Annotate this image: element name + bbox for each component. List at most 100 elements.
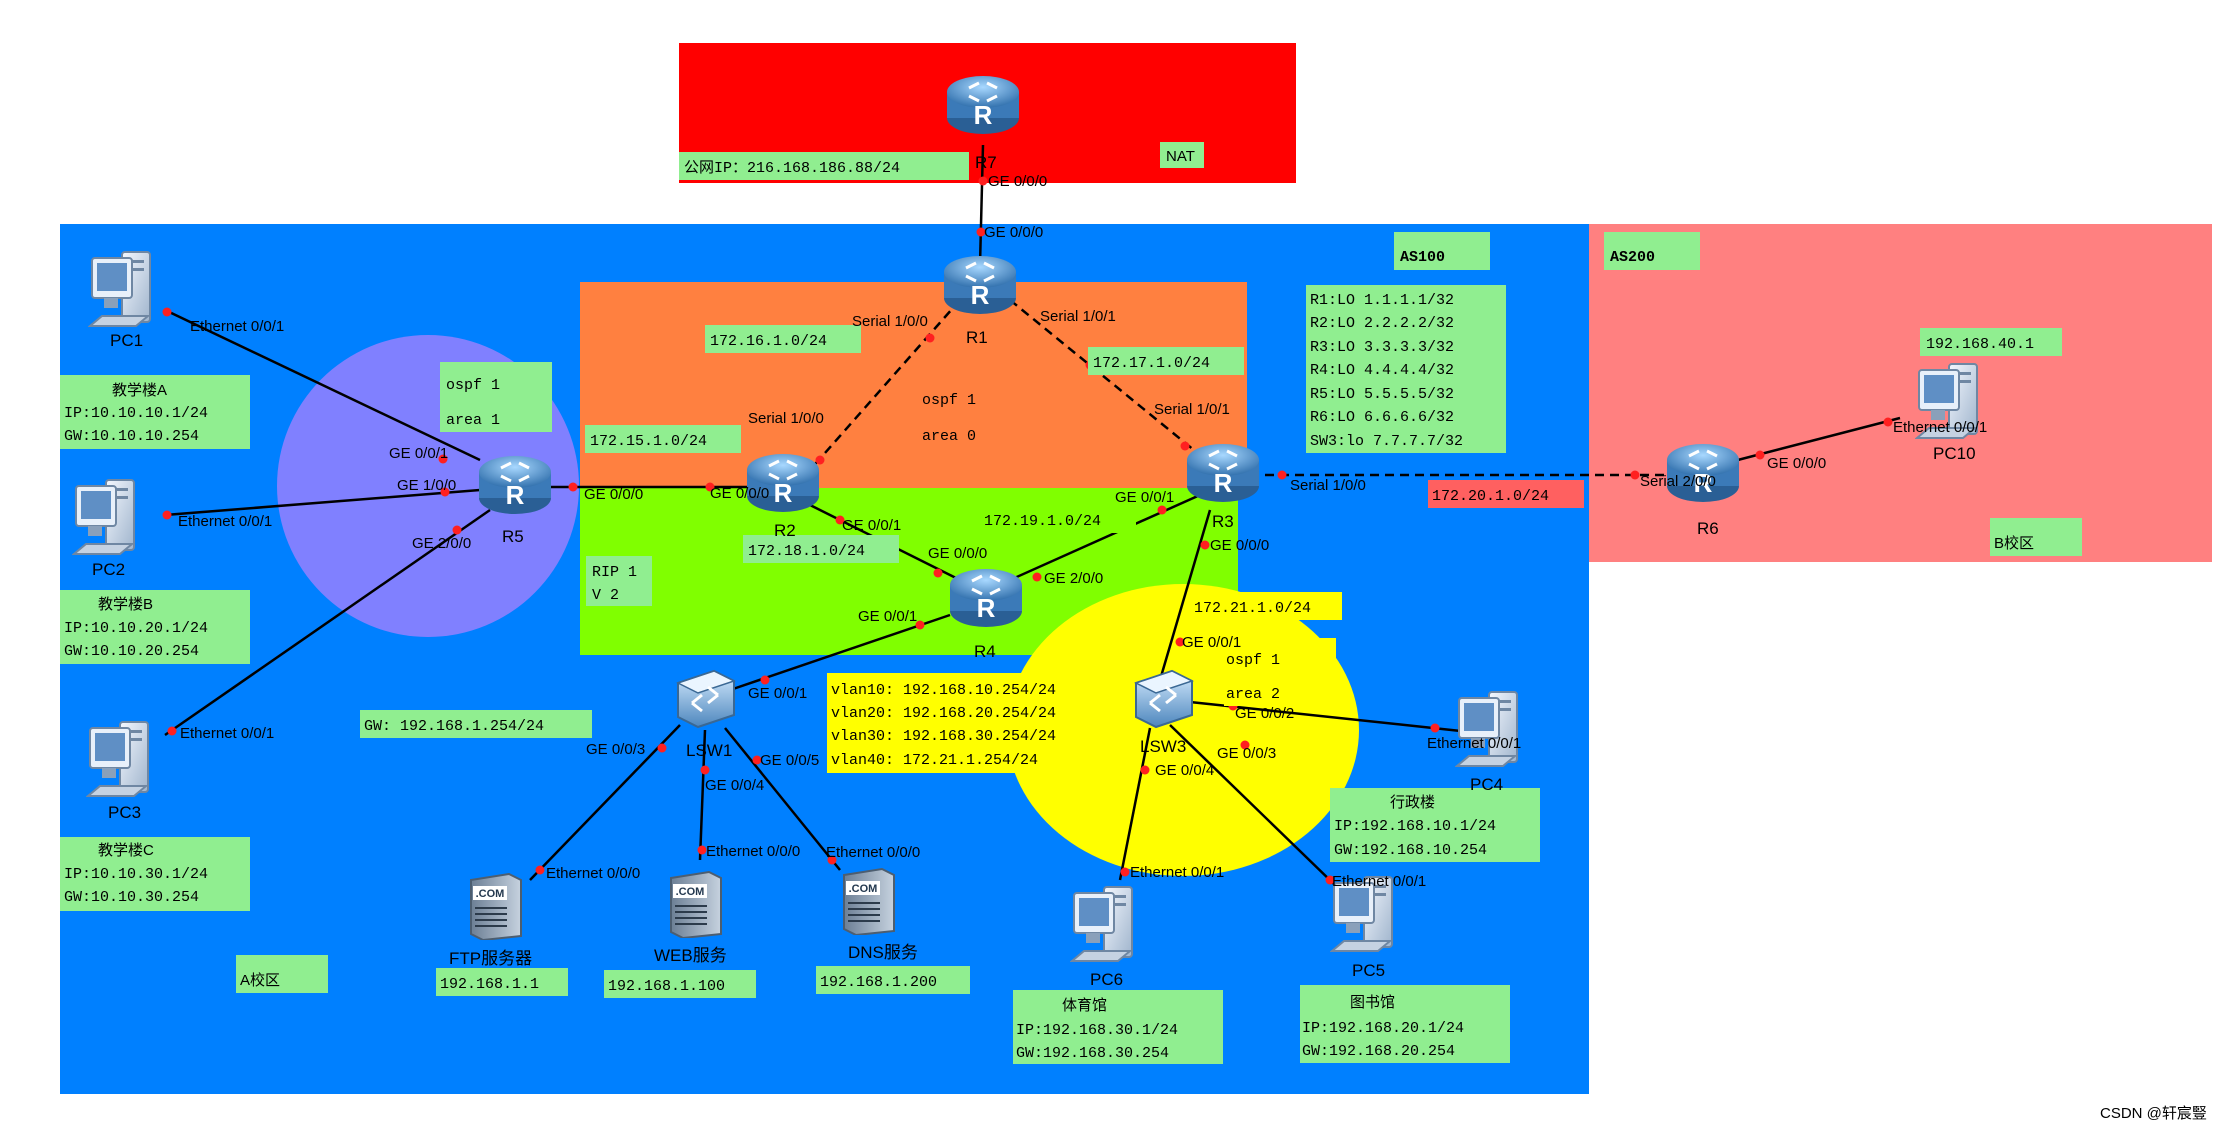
port-r6-ge000: GE 0/0/0 [1767, 455, 1826, 472]
loopback-r1: R1:LO 1.1.1.1/32 [1310, 292, 1454, 309]
ospf-area2-line1: ospf 1 [1226, 652, 1280, 669]
web-server-icon[interactable] [670, 871, 722, 938]
port-dot [1755, 450, 1765, 460]
port-lsw3-ge004: GE 0/0/4 [1155, 762, 1214, 779]
port-dot [1325, 875, 1335, 885]
port-dots [162, 176, 1893, 885]
switch-lsw1-icon[interactable] [676, 669, 736, 729]
port-r4-ge000: GE 0/0/0 [928, 545, 987, 562]
port-dot [835, 515, 845, 525]
port-r3-s101: Serial 1/0/1 [1154, 401, 1230, 418]
vlan40-label: vlan40: 172.21.1.254/24 [831, 752, 1038, 769]
r7-name: R7 [975, 153, 997, 172]
switch-lsw3-icon[interactable] [1134, 669, 1194, 729]
campus-b-label: B校区 [1994, 535, 2034, 552]
port-dot [1430, 723, 1440, 733]
host-pc5-box [1300, 985, 1510, 1063]
ospf-area2-box [1224, 638, 1336, 706]
port-lsw1-ge004: GE 0/0/4 [705, 777, 764, 794]
link-r5-pc3 [164, 508, 491, 737]
pc10-name: PC10 [1933, 444, 1976, 463]
port-dot [1240, 740, 1250, 750]
ftp-ip-box [436, 968, 568, 996]
router-r7-icon[interactable] [945, 74, 1021, 136]
dns-name: DNS服务 [848, 943, 918, 962]
loopback-r3: R3:LO 3.3.3.3/32 [1310, 339, 1454, 356]
ftp-server-icon[interactable] [470, 873, 522, 940]
host-pc4-name: 行政楼 [1390, 794, 1435, 811]
ospf-area1-line2: area 1 [446, 412, 500, 429]
port-dot [933, 568, 943, 578]
rip-box [586, 556, 652, 606]
host-pc3-box [60, 837, 250, 911]
public-ip-box [679, 152, 969, 180]
router-r2-icon[interactable] [745, 452, 821, 514]
port-dot [438, 454, 448, 464]
link-lsw1-web [698, 729, 707, 861]
port-dot [657, 743, 667, 753]
net-r3-r4-box [980, 505, 1136, 533]
port-dot [1140, 765, 1150, 775]
net-r3-lsw3-box [1190, 592, 1342, 620]
pc2-name: PC2 [92, 560, 125, 579]
port-dot [915, 620, 925, 630]
port-pc3-eth: Ethernet 0/0/1 [180, 725, 274, 742]
host-pc2-ip: IP:10.10.20.1/24 [64, 620, 208, 637]
port-dot [697, 845, 707, 855]
port-dot [535, 865, 545, 875]
loopback-r4: R4:LO 4.4.4.4/32 [1310, 362, 1454, 379]
pc10-ip-box [1920, 328, 2062, 356]
link-r1-r2 [809, 299, 961, 471]
ospf-area1-line1: ospf 1 [446, 377, 500, 394]
net-r1-r3-label: 172.17.1.0/24 [1093, 355, 1210, 372]
host-pc2-name: 教学楼B [98, 596, 153, 613]
net-r1-r2-label: 172.16.1.0/24 [710, 333, 827, 350]
pc6-name: PC6 [1090, 970, 1123, 989]
rip-line2: V 2 [592, 587, 619, 604]
port-r2-s100: Serial 1/0/0 [748, 410, 824, 427]
campus-a-label: A校区 [240, 972, 280, 989]
port-lsw1-ge001: GE 0/0/1 [748, 685, 807, 702]
lsw1-name: LSW1 [686, 741, 732, 760]
host-pc6-box [1013, 990, 1223, 1064]
port-r2-ge000: GE 0/0/0 [710, 485, 769, 502]
loopback-r6: R6:LO 6.6.6.6/32 [1310, 409, 1454, 426]
port-dot [167, 726, 177, 736]
port-dot [440, 487, 450, 497]
nat-box [1160, 142, 1204, 168]
link-r1-r3 [1009, 299, 1201, 456]
net-r2-r4-label: 172.18.1.0/24 [748, 543, 865, 560]
port-dot [162, 510, 172, 520]
port-dot [705, 482, 715, 492]
port-pc4-eth: Ethernet 0/0/1 [1427, 735, 1521, 752]
lsw3-name: LSW3 [1140, 737, 1186, 756]
port-dot [452, 525, 462, 535]
port-r7-ge000: GE 0/0/0 [988, 173, 1047, 190]
web-ip: 192.168.1.100 [608, 978, 725, 995]
host-pc4-ip: IP:192.168.10.1/24 [1334, 818, 1496, 835]
loopback-r2: R2:LO 2.2.2.2/32 [1310, 315, 1454, 332]
router-r4-icon[interactable] [948, 567, 1024, 629]
loopback-r5: R5:LO 5.5.5.5/32 [1310, 386, 1454, 403]
link-r5-pc2 [164, 488, 481, 517]
router-r3-icon[interactable] [1185, 442, 1261, 504]
router-r1-icon[interactable] [942, 254, 1018, 316]
port-dot [1120, 867, 1130, 877]
dns-server-icon[interactable] [843, 868, 895, 935]
port-lsw3-ge001: GE 0/0/1 [1182, 634, 1241, 651]
host-pc1-gw: GW:10.10.10.254 [64, 428, 199, 445]
loopback-box [1306, 285, 1506, 453]
port-dot [1200, 540, 1210, 550]
vlan10-label: vlan10: 192.168.10.254/24 [831, 682, 1056, 699]
lsw1-gw-label: GW: 192.168.1.254/24 [364, 718, 544, 735]
port-dot [815, 455, 825, 465]
web-ip-box [604, 970, 756, 998]
port-dns-eth: Ethernet 0/0/0 [826, 844, 920, 861]
public-ip-label: 公网IP：216.168.186.88/24 [684, 160, 900, 177]
host-pc6-name: 体育馆 [1062, 997, 1107, 1014]
link-r7-r1 [978, 144, 985, 266]
host-pc1-ip: IP:10.10.10.1/24 [64, 405, 208, 422]
net-r1-r3-box [1088, 347, 1244, 375]
router-r5-icon[interactable] [477, 454, 553, 516]
